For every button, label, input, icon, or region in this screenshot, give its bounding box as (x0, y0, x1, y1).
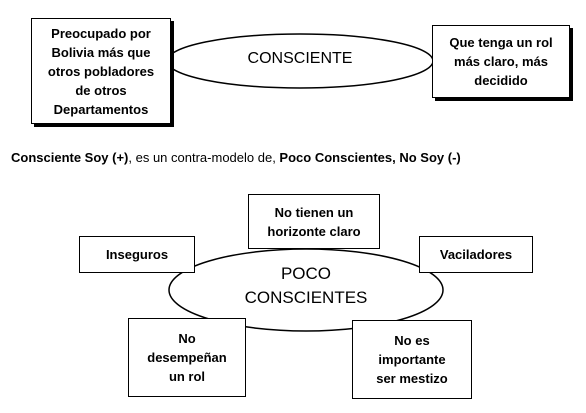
poco-conscientes-label: POCO CONSCIENTES (244, 264, 368, 307)
caption-poco-conscientes: Poco Conscientes, No Soy (-) (279, 150, 461, 165)
inseguros-box: Inseguros (79, 236, 195, 273)
poco-conscientes-ellipse (168, 248, 444, 332)
desempenan-box: No desempeñan un rol (128, 318, 246, 397)
horizonte-box: No tienen un horizonte claro (248, 194, 380, 249)
rol-claro-box: Que tenga un rol más claro, más decidido (432, 25, 570, 98)
caption-contra-modelo: , es un contra-modelo de, (128, 150, 280, 165)
caption-text: Consciente Soy (+), es un contra-modelo … (11, 150, 461, 165)
mestizo-box: No es importante ser mestizo (352, 320, 472, 399)
caption-consciente-soy: Consciente Soy (+) (11, 150, 129, 165)
consciente-label: CONSCIENTE (247, 50, 353, 67)
preocupado-box: Preocupado por Bolivia más que otros pob… (31, 18, 171, 124)
vaciladores-box: Vaciladores (419, 236, 533, 273)
